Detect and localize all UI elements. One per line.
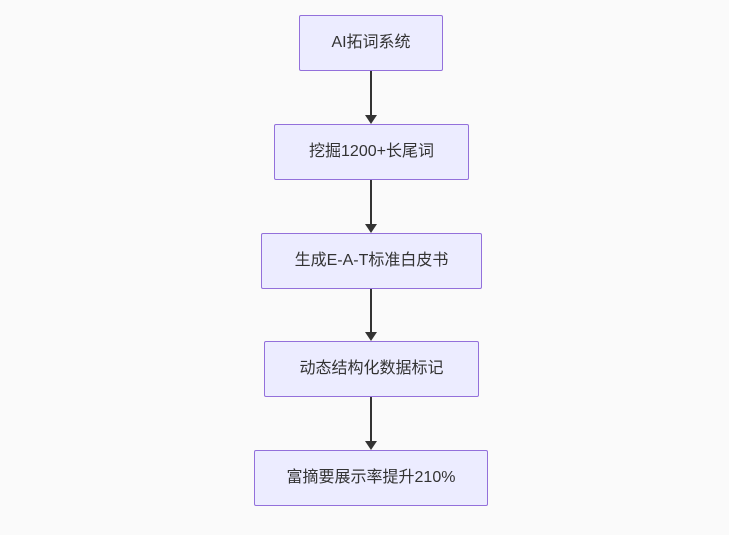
edge-line bbox=[370, 289, 372, 332]
flow-edge-2 bbox=[365, 180, 377, 233]
flow-edge-3 bbox=[365, 289, 377, 341]
edge-line bbox=[370, 180, 372, 224]
flow-node-label: 挖掘1200+长尾词 bbox=[309, 143, 434, 160]
edge-line bbox=[370, 397, 372, 441]
flow-node-label: 生成E-A-T标准白皮书 bbox=[294, 252, 449, 269]
arrowhead-down-icon bbox=[365, 332, 377, 341]
flow-edge-4 bbox=[365, 397, 377, 450]
flow-node-label: AI拓词系统 bbox=[331, 34, 411, 51]
flow-node-label: 富摘要展示率提升210% bbox=[286, 469, 456, 486]
arrowhead-down-icon bbox=[365, 224, 377, 233]
flow-node-label: 动态结构化数据标记 bbox=[299, 360, 444, 377]
arrowhead-down-icon bbox=[365, 441, 377, 450]
edge-line bbox=[370, 71, 372, 115]
flow-node-longtail-mining: 挖掘1200+长尾词 bbox=[274, 124, 469, 180]
flow-node-eat-whitepaper: 生成E-A-T标准白皮书 bbox=[261, 233, 482, 289]
flow-node-rich-snippet-result: 富摘要展示率提升210% bbox=[254, 450, 488, 506]
flow-node-structured-data-markup: 动态结构化数据标记 bbox=[264, 341, 479, 397]
flow-edge-1 bbox=[365, 71, 377, 124]
arrowhead-down-icon bbox=[365, 115, 377, 124]
flow-node-ai-keyword-system: AI拓词系统 bbox=[299, 15, 443, 71]
